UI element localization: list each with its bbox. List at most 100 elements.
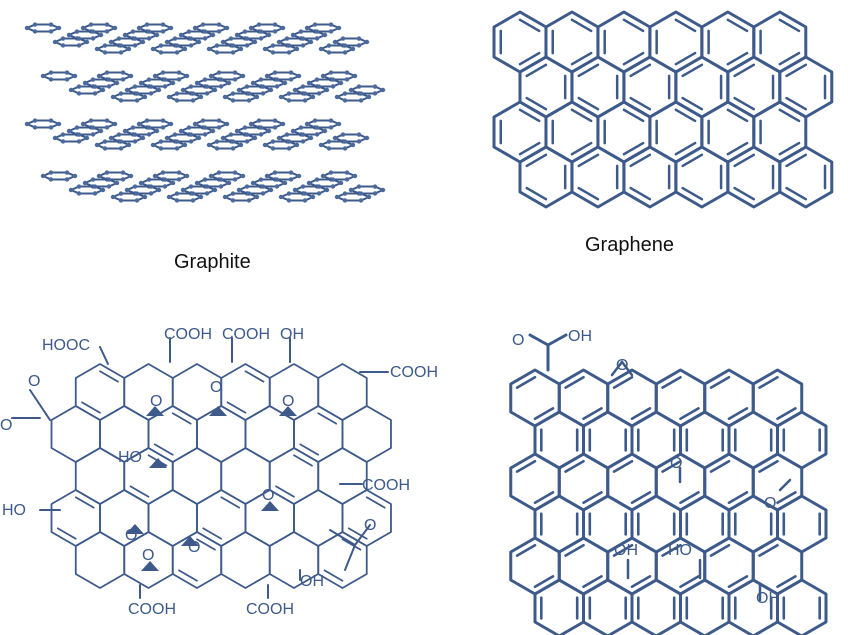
graphite-ring — [166, 92, 204, 102]
carbon-atom — [336, 25, 342, 31]
double-bond — [365, 496, 386, 509]
oxygen-label: O — [150, 393, 162, 410]
carbon-atom — [256, 22, 262, 27]
double-bond — [776, 575, 797, 589]
carbon-atom — [338, 80, 344, 86]
carbon-atom — [312, 22, 318, 27]
carbon-atom — [106, 184, 112, 189]
carbon-atom — [114, 180, 120, 186]
carbon-atom — [190, 98, 196, 103]
carbon-atom — [166, 94, 172, 100]
carbon-atom — [340, 36, 346, 41]
go-ring — [123, 363, 174, 421]
carbon-atom — [108, 39, 114, 45]
graphite-ring — [262, 140, 300, 150]
graphite-ring — [138, 178, 176, 188]
carbon-atom — [146, 125, 152, 130]
go-ring — [50, 405, 101, 463]
carbon-atom — [356, 43, 362, 48]
carbon-atom — [132, 43, 138, 48]
graphite-ring — [96, 71, 134, 81]
carbon-atom — [296, 173, 302, 179]
carbon-atom — [254, 94, 260, 100]
carbon-atom — [102, 146, 108, 151]
carbon-atom — [234, 128, 240, 134]
double-bond — [681, 186, 704, 201]
carbon-atom — [230, 98, 236, 103]
carbon-atom — [204, 84, 210, 89]
carbon-atom — [120, 77, 126, 82]
double-bond — [733, 96, 756, 111]
double-bond — [582, 575, 603, 589]
carbon-atom — [252, 135, 258, 141]
carbon-atom — [356, 36, 362, 41]
carbon-atom — [302, 98, 308, 103]
carbon-atom — [246, 91, 252, 96]
double-bond — [612, 375, 634, 389]
oxygen-label: O — [282, 393, 294, 410]
carbon-atom — [364, 39, 370, 45]
oxygen-label: O — [670, 455, 682, 472]
go-ring — [74, 363, 126, 421]
carbon-atom — [174, 91, 180, 96]
go-ring — [50, 489, 101, 547]
graphite-layer — [40, 70, 386, 103]
carbon-atom — [228, 36, 234, 41]
carbon-atom — [348, 187, 354, 193]
carbon-atom — [334, 94, 340, 100]
carbon-atom — [258, 125, 264, 130]
carbon-atom — [294, 142, 300, 148]
carbon-atom — [314, 125, 320, 130]
carbon-atom — [286, 43, 292, 48]
carbon-atom — [48, 70, 54, 75]
carbon-atom — [248, 25, 254, 31]
carbon-atom — [246, 191, 252, 196]
double-bond — [679, 575, 700, 589]
carbon-atom — [280, 121, 286, 127]
graphite-ring — [220, 133, 258, 143]
carbon-atom — [344, 170, 350, 175]
double-bond — [709, 375, 731, 389]
graphite-ring — [206, 140, 244, 150]
carbon-atom — [264, 73, 270, 79]
carbon-atom — [152, 173, 158, 179]
carbon-atom — [116, 36, 122, 41]
graphite-ring — [332, 133, 370, 143]
carbon-atom — [148, 191, 154, 196]
carbon-atom — [356, 84, 362, 89]
double-bond — [629, 96, 652, 111]
carbon-atom — [270, 50, 276, 55]
carbon-atom — [160, 125, 166, 130]
double-bond — [661, 459, 682, 473]
carbon-atom — [144, 22, 150, 27]
carbon-atom — [244, 184, 250, 189]
carbon-atom — [148, 91, 154, 96]
double-bond — [630, 575, 652, 589]
carbon-atom — [98, 32, 104, 38]
graphite-ring — [164, 133, 202, 143]
graphite-ring — [108, 133, 146, 143]
carbon-atom — [202, 177, 208, 182]
graphite-ring — [264, 171, 302, 181]
carbon-atom — [174, 43, 180, 48]
bond-line — [610, 360, 624, 377]
oh-label: OH — [614, 542, 638, 559]
cooh-label: COOH — [362, 477, 410, 494]
graphite-ring — [136, 119, 174, 129]
graphite-ring — [234, 126, 272, 136]
carbon-atom — [118, 91, 124, 96]
double-bond — [533, 407, 555, 421]
carbon-atom — [148, 84, 154, 89]
carbon-atom — [284, 36, 290, 41]
carbon-atom — [60, 36, 66, 41]
double-bond — [582, 491, 603, 505]
carbon-atom — [74, 29, 80, 34]
carbon-atom — [118, 198, 124, 203]
carbon-atom — [306, 180, 312, 186]
double-bond — [317, 412, 338, 425]
carbon-atom — [116, 132, 122, 137]
carbon-atom — [140, 39, 146, 45]
carbon-atom — [326, 50, 332, 55]
double-bond — [630, 407, 652, 421]
bond-line — [354, 524, 371, 546]
